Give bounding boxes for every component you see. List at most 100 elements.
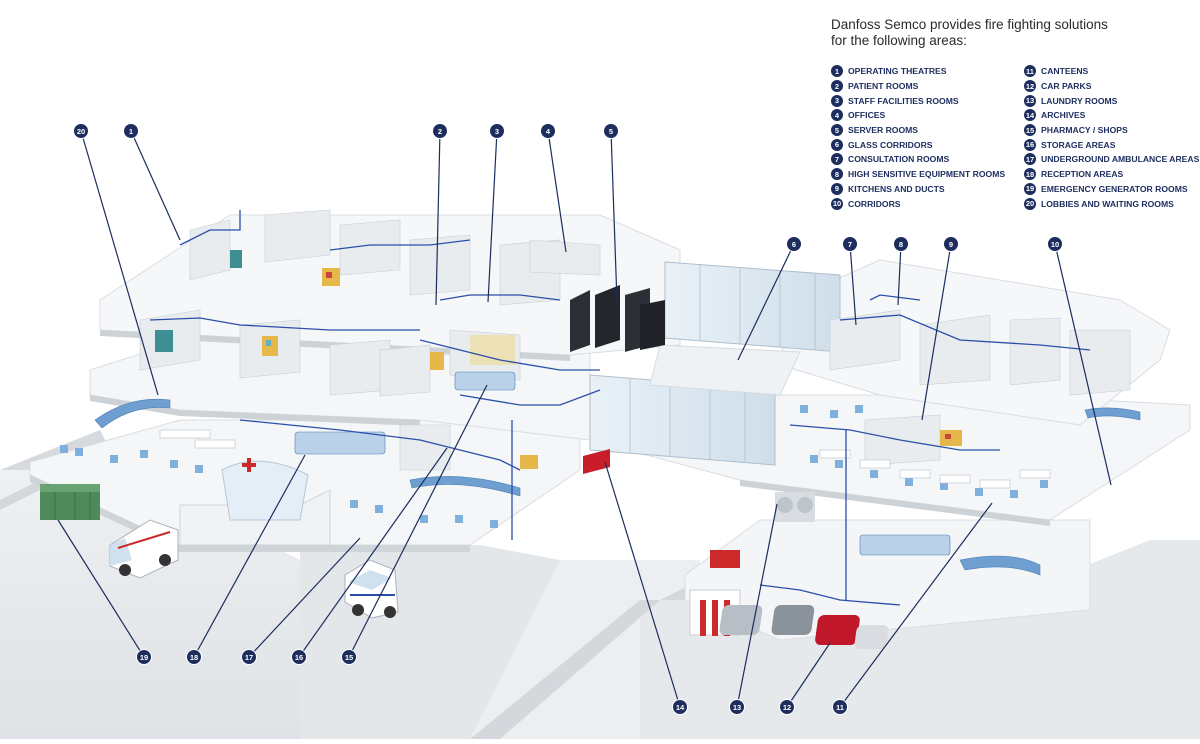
corridor-roof [649,344,801,396]
legend-number-badge: 17 [1024,153,1036,166]
callout-badge-2: 2 [432,123,448,139]
room-details [155,250,962,469]
fire-suppression-piping [149,210,1091,606]
callout-circle [943,236,959,252]
callout-badge-4: 4 [540,123,556,139]
legend-item-label: CORRIDORS [848,198,901,209]
legend-item-label: OFFICES [848,110,886,121]
callout-badge-14: 14 [672,699,688,715]
callout-circle [186,649,202,665]
callout-circle [136,649,152,665]
callout-number: 1 [129,127,133,136]
callout-circle [123,123,139,139]
callout-badge-10: 10 [1047,236,1063,252]
legend-item-label: RECEPTION AREAS [1041,169,1124,180]
legend-number-badge: 14 [1024,109,1036,122]
callout-circle [489,123,505,139]
callout-badge-11: 11 [832,699,848,715]
callout-circle [842,236,858,252]
legend-item-label: LAUNDRY ROOMS [1041,95,1118,106]
reception-entrance [179,458,331,546]
legend-item-label: CONSULTATION ROOMS [848,154,950,165]
legend-number-badge: 5 [831,124,843,137]
legend-item: 15 PHARMACY / SHOPS [1024,123,1199,138]
callout-badge-17: 17 [241,649,257,665]
callout-circle [540,123,556,139]
canteen-tables [159,429,1051,489]
callout-badge-5: 5 [603,123,619,139]
legend-number-badge: 20 [1024,197,1036,210]
parked-cars [719,605,889,649]
callout-badge-1: 1 [123,123,139,139]
legend-item: 5 SERVER ROOMS [831,123,1005,138]
legend-intro: Danfoss Semco provides fire fighting sol… [831,17,1131,49]
callout-badge-3: 3 [489,123,505,139]
legend-item-label: HIGH SENSITIVE EQUIPMENT ROOMS [848,169,1006,180]
callout-number: 2 [438,127,442,136]
callout-number: 6 [792,240,796,249]
callout-circle [241,649,257,665]
legend-item: 14 ARCHIVES [1024,108,1199,123]
legend-number-badge: 13 [1024,94,1036,107]
legend-item: 13 LAUNDRY ROOMS [1024,93,1199,108]
callout-number: 17 [245,653,253,662]
legend-item-label: PHARMACY / SHOPS [1041,125,1128,136]
ambulances [109,519,399,619]
callout-circle [672,699,688,715]
callout-number: 13 [733,703,741,712]
legend-number-badge: 4 [831,109,843,122]
legend-item-label: GLASS CORRIDORS [848,139,933,150]
callout-number: 20 [77,127,85,136]
glass-corridor-upper [664,261,841,353]
room-partitions [139,209,1131,471]
legend-number-badge: 8 [831,168,843,181]
legend-item-label: STORAGE AREAS [1041,139,1116,150]
server-racks [570,285,665,352]
legend-item-label: OPERATING THEATRES [848,66,947,77]
legend-item-label: CANTEENS [1041,66,1089,77]
legend-number-badge: 18 [1024,168,1036,181]
legend-item: 18 RECEPTION AREAS [1024,167,1199,182]
legend-item-label: PATIENT ROOMS [848,81,919,92]
legend-number-badge: 9 [831,182,843,195]
legend-item-label: ARCHIVES [1041,110,1086,121]
legend-item: 4 OFFICES [831,108,1005,123]
callout-circle [893,236,909,252]
legend-number-badge: 19 [1024,182,1036,195]
callout-number: 3 [495,127,499,136]
callout-number: 5 [609,127,613,136]
legend-number-badge: 1 [831,65,843,78]
legend-number-badge: 11 [1024,65,1036,78]
callout-badge-7: 7 [842,236,858,252]
callout-number: 8 [899,240,903,249]
legend-item: 17 UNDERGROUND AMBULANCE AREAS [1024,152,1199,167]
callout-badge-20: 20 [73,123,89,139]
callout-number: 18 [190,653,198,662]
callout-badge-16: 16 [291,649,307,665]
callout-number: 7 [848,240,852,249]
legend-item-label: LOBBIES AND WAITING ROOMS [1041,198,1174,209]
callout-circle [341,649,357,665]
callout-badge-18: 18 [186,649,202,665]
legend-item-label: SERVER ROOMS [848,125,919,136]
callout-leaders [57,130,1112,708]
legend-number-badge: 7 [831,153,843,166]
legend-item-label: UNDERGROUND AMBULANCE AREAS [1041,154,1200,165]
callout-number: 14 [676,703,685,712]
legend-item-label: STAFF FACILITIES ROOMS [848,95,959,106]
callout-circle [291,649,307,665]
chairs [60,405,1048,528]
legend-number-badge: 15 [1024,124,1036,137]
callout-badge-15: 15 [341,649,357,665]
callout-circle [1047,236,1063,252]
